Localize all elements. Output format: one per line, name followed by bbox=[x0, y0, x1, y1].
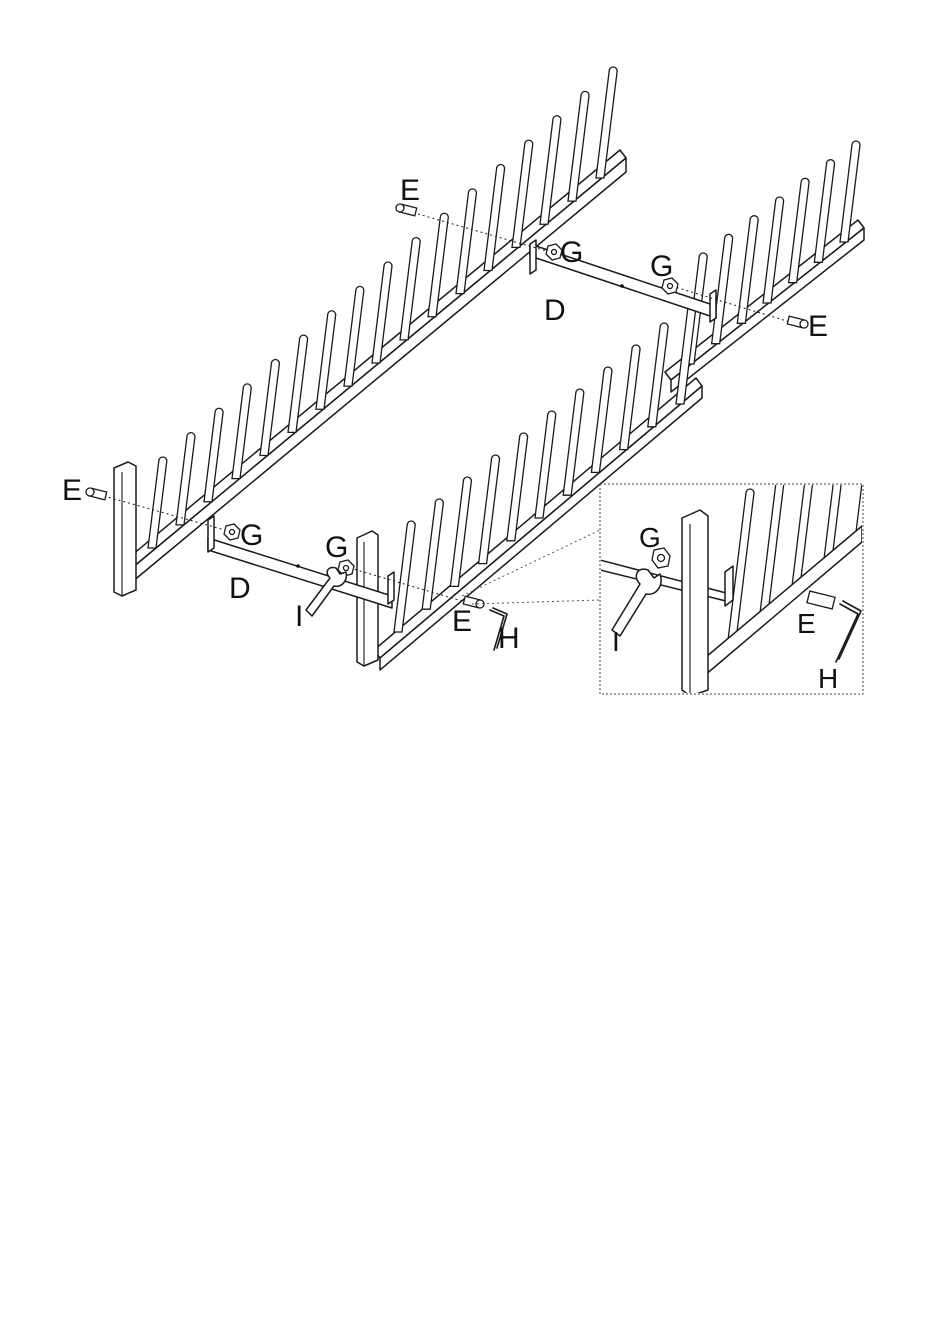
end-post-left bbox=[114, 462, 136, 596]
label-i-inset: I bbox=[612, 626, 620, 657]
label-e-right: E bbox=[808, 310, 828, 343]
label-e-front: E bbox=[452, 605, 472, 638]
screw-e-left bbox=[86, 488, 107, 500]
label-i-main: I bbox=[295, 600, 303, 633]
label-h-inset: H bbox=[818, 663, 838, 694]
label-e-top: E bbox=[400, 174, 420, 207]
label-d-upper: D bbox=[544, 294, 566, 327]
label-e-inset: E bbox=[797, 608, 816, 639]
peg bbox=[394, 521, 415, 632]
label-g-front: G bbox=[325, 531, 348, 564]
nut-g-3 bbox=[224, 524, 240, 540]
label-e-left: E bbox=[62, 474, 82, 507]
label-g-inset: G bbox=[639, 522, 661, 553]
label-d-lower: D bbox=[229, 572, 251, 605]
rack-back-right bbox=[665, 141, 864, 392]
label-g-left: G bbox=[240, 519, 263, 552]
peg bbox=[856, 381, 882, 532]
label-g-right: G bbox=[650, 250, 673, 283]
screw-e-right bbox=[787, 316, 808, 328]
label-h-main: H bbox=[498, 622, 520, 655]
label-g-top: G bbox=[560, 236, 583, 269]
